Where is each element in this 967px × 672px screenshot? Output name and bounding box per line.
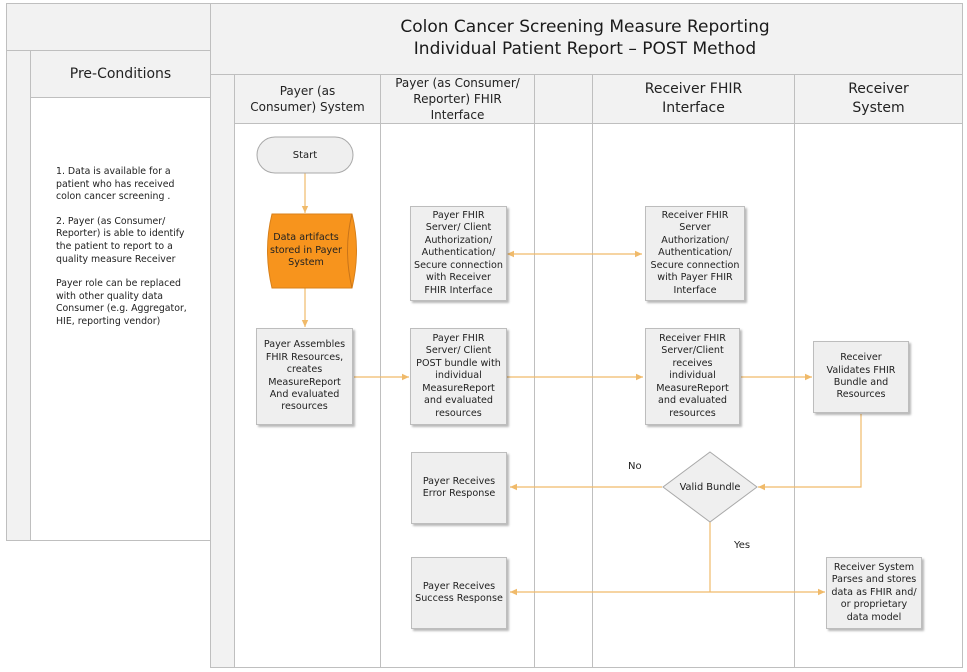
precondition-item-3: Payer role can be replaced with other qu… [56,278,187,327]
lane-label-payer-fhir: Payer (as Consumer/ Reporter) FHIR Inter… [395,76,520,122]
title-line-1: Colon Cancer Screening Measure Reporting [400,17,770,37]
valid-bundle-decision [662,451,758,523]
start-terminator [256,136,354,174]
edge-label-yes: Yes [734,540,751,551]
lane-header-receiver-system: Receiver System [794,74,963,124]
success-response-box: Payer Receives Success Response [411,557,507,629]
precondition-item-1: 1. Data is available for a patient who h… [56,166,175,203]
lane-header-receiver-fhir: Receiver FHIR Interface [592,74,795,124]
receiver-auth-box: Receiver FHIR Server Authorization/ Auth… [645,206,745,301]
data-artifacts-label: Data artifacts stored in Payer System [270,232,342,269]
title-line-2: Individual Patient Report – POST Method [413,39,757,59]
payer-assembles-box: Payer Assembles FHIR Resources, creates … [256,328,353,425]
arrow-validates-to-decision [758,414,862,491]
lane-separators [380,124,795,668]
precondition-strip-top [6,3,211,51]
precondition-panel [30,97,211,541]
title-header [210,3,963,75]
payer-auth-box: Payer FHIR Server/ Client Authorization/… [410,206,507,301]
receiver-validates-box: Receiver Validates FHIR Bundle and Resou… [813,341,909,413]
precondition-header-label: Pre-Conditions [69,65,172,82]
lane-label-receiver-fhir: Receiver FHIR Interface [644,81,743,116]
lane-header-payer-fhir: Payer (as Consumer/ Reporter) FHIR Inter… [380,74,535,124]
receiver-receives-box: Receiver FHIR Server/Client receives ind… [645,328,740,425]
receiver-parses-box: Receiver System Parses and stores data a… [826,557,922,629]
error-response-box: Payer Receives Error Response [411,452,507,524]
lane-header-payer-system: Payer (as Consumer) System [234,74,381,124]
precondition-side-strip [6,50,31,541]
edge-label-no: No [628,461,642,472]
precondition-item-2: 2. Payer (as Consumer/ Reporter) is able… [56,215,185,265]
payer-post-box: Payer FHIR Server/ Client POST bundle wi… [410,328,507,425]
data-artifacts-store-edge [347,213,353,289]
precondition-text: 1. Data is available for a patient who h… [56,166,196,341]
valid-bundle-label: Valid Bundle [679,481,741,493]
start-label: Start [292,149,318,161]
lane-header-empty [534,74,593,124]
pool-side-strip [210,74,235,668]
lane-label-receiver-system: Receiver System [848,81,909,116]
diagram-title: Colon Cancer Screening Measure Reporting… [330,14,840,62]
lane-label-payer-system: Payer (as Consumer) System [250,84,365,114]
